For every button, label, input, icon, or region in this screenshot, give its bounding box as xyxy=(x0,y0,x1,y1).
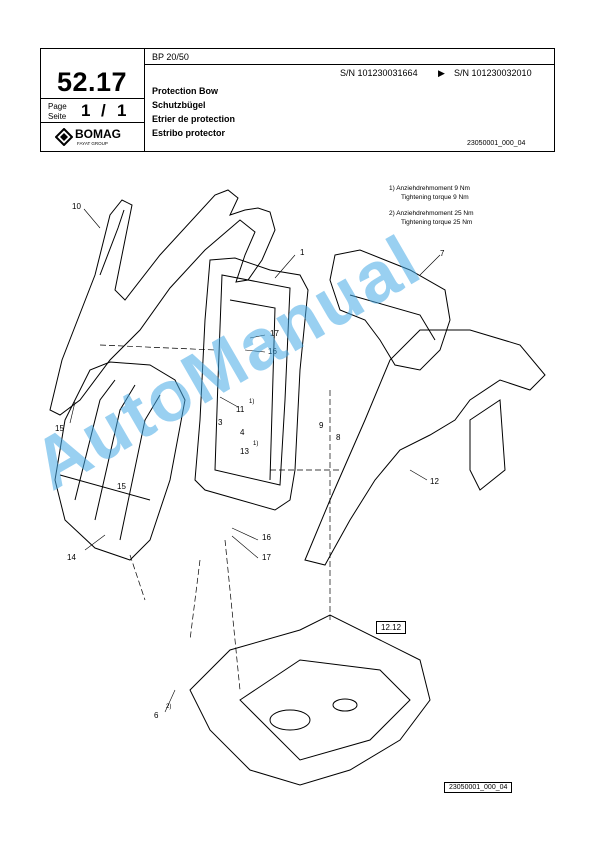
callout-9: 9 xyxy=(319,421,324,430)
page-label-de: Seite xyxy=(48,112,67,121)
page-total: 1 xyxy=(117,101,127,120)
reference-box-12-12: 12.12 xyxy=(376,621,407,634)
callout-13: 13 xyxy=(240,447,249,456)
callout-12: 12 xyxy=(430,477,439,486)
callout-7: 7 xyxy=(440,249,445,258)
frame-part-1 xyxy=(194,257,309,511)
drawing-id: 23050001_000_04 xyxy=(467,140,526,147)
page-number: 52.17 xyxy=(57,67,128,97)
callout-1: 1 xyxy=(300,248,305,257)
callout-10: 10 xyxy=(72,202,81,211)
brand-subtitle: FAYAT GROUP xyxy=(77,141,108,146)
title-german: Schutzbügel xyxy=(152,100,206,110)
base-plate xyxy=(189,614,431,786)
bomag-logo-icon xyxy=(55,128,73,146)
seat-part-14 xyxy=(54,361,186,561)
footer-drawing-id: 23050001_000_04 xyxy=(444,782,513,793)
callout-4: 4 xyxy=(240,428,245,437)
protection-bow-part-10 xyxy=(49,189,276,416)
header-rule xyxy=(144,64,554,65)
brand-name: BOMAG xyxy=(75,127,121,141)
torque-note-1: 1) Anziehdrehmoment 9 Nm xyxy=(389,185,470,192)
page-index: 1 xyxy=(81,101,91,120)
callout-14: 14 xyxy=(67,553,76,562)
torque-note-1-en: Tightening torque 9 Nm xyxy=(401,194,469,201)
header-rule xyxy=(41,122,144,123)
callout-11: 11 xyxy=(236,405,245,414)
torque-note-2: 2) Anziehdrehmoment 25 Nm xyxy=(389,210,474,217)
callout-15: 15 xyxy=(55,424,64,433)
serial-to: S/N 101230032010 xyxy=(454,68,532,78)
callout-6: 6 xyxy=(154,711,159,720)
callout-3: 3 xyxy=(218,418,223,427)
callout-11-note: 1) xyxy=(249,399,255,405)
header-rule xyxy=(41,98,144,99)
callout-13-note: 1) xyxy=(253,441,259,447)
bomag-logo: BOMAG FAYAT GROUP xyxy=(55,127,139,149)
callout-15-second: 15 xyxy=(117,482,126,491)
header-divider xyxy=(144,49,145,151)
torque-note-2-en: Tightening torque 25 Nm xyxy=(401,219,473,226)
bracket-part-7 xyxy=(329,249,451,371)
title-french: Etrier de protection xyxy=(152,114,236,124)
callout-16: 16 xyxy=(268,347,277,356)
page-label: Page xyxy=(48,102,67,111)
callout-8: 8 xyxy=(336,433,341,442)
callout-17-lower: 17 xyxy=(262,553,271,562)
serial-arrow: ▶ xyxy=(438,68,445,78)
model-name: BP 20/50 xyxy=(152,52,189,62)
callout-6-note: 2) xyxy=(166,704,172,710)
header-block: 52.17 Page Seite 1 / 1 BOMAG FAYAT GROUP… xyxy=(40,48,555,152)
callout-17: 17 xyxy=(270,329,279,338)
page-separator: / xyxy=(101,101,106,120)
serial-from: S/N 101230031664 xyxy=(340,68,418,78)
callout-16-lower: 16 xyxy=(262,533,271,542)
title-spanish: Estribo protector xyxy=(152,128,226,138)
title-english: Protection Bow xyxy=(152,86,219,96)
protection-bow-part-12 xyxy=(304,329,546,566)
